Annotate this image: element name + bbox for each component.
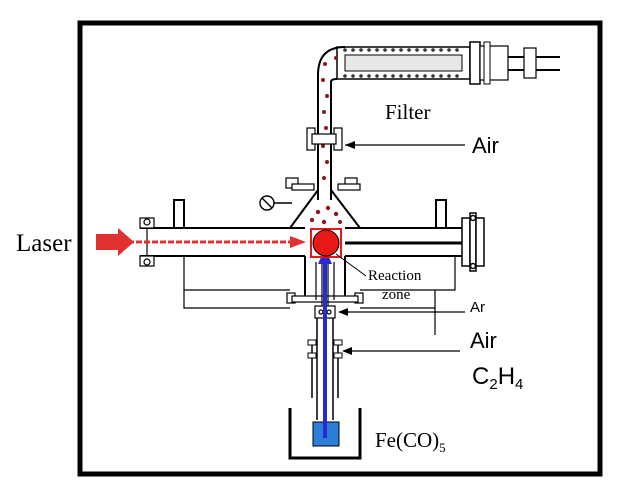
chamber-frame <box>77 20 603 477</box>
nozzle <box>315 256 335 306</box>
cross-body <box>290 227 360 296</box>
filter-label: Filter <box>385 100 431 124</box>
reaction-zone-label-1: Reaction <box>368 268 422 284</box>
reaction-pointer <box>335 253 367 277</box>
air-top-label: Air <box>472 133 499 158</box>
reaction-zone <box>310 228 342 258</box>
laser-label: Laser <box>16 230 72 257</box>
precursor-flow-arrow <box>318 248 332 438</box>
support-frame <box>183 256 456 335</box>
right-window-flange <box>461 212 485 272</box>
cone-flanges <box>285 177 361 191</box>
nanoparticles <box>309 56 342 225</box>
air-bottom-label: Air <box>470 328 497 353</box>
c2h4-arrow <box>342 347 460 355</box>
air-inlet-clamp <box>307 339 343 359</box>
ar-arrow <box>338 308 465 316</box>
top-clamp <box>306 127 343 151</box>
c2h4-label: C2H4 <box>472 363 523 393</box>
horizontal-chamber <box>140 199 462 257</box>
filter-coil <box>343 48 459 78</box>
feco5-label: Fe(CO)5 <box>375 428 446 455</box>
ar-label: Ar <box>470 299 485 316</box>
collection-cone <box>289 189 361 229</box>
pressure-gauge-icon <box>259 195 292 211</box>
reaction-zone-label-2: zone <box>382 287 411 303</box>
filter-assembly <box>336 41 560 85</box>
exhaust-pipe <box>317 46 346 200</box>
air-top-arrow <box>345 141 465 149</box>
laser-beam <box>96 228 306 256</box>
